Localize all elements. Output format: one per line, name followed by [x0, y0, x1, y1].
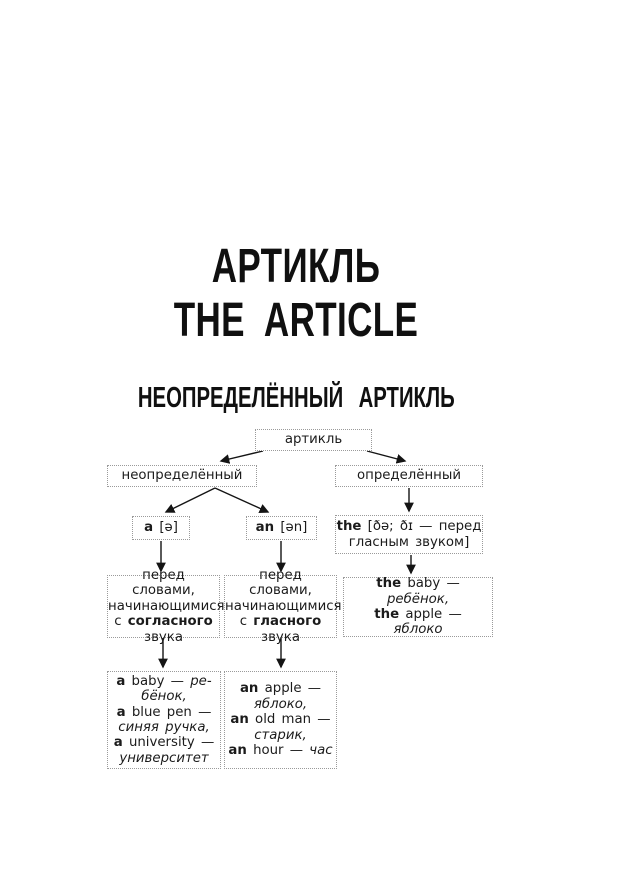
node-examples-a: a baby — ре- бёнок, a blue pen — синяя р…: [107, 671, 221, 769]
node-definite-label: определённый: [356, 468, 462, 484]
node-article-a-label: a [ə]: [144, 520, 178, 536]
node-article-the-line2: гласным звуком]: [348, 534, 470, 550]
example-line: a university —: [113, 735, 215, 751]
example-line: яблоко,: [253, 696, 308, 712]
example-line: an hour — час: [228, 743, 333, 759]
example-line: яблоко: [393, 622, 443, 638]
node-article-root: артикль: [255, 429, 372, 451]
example-line: the apple —: [374, 607, 462, 622]
arrow-root-to-definite: [366, 450, 407, 464]
example-line: бёнок,: [141, 689, 187, 705]
arrow-indefinite-to-an: [214, 487, 270, 514]
arrow-indefinite-to-a: [164, 487, 216, 513]
node-article-the: the [ðə; ðɪ — перед гласным звуком]: [335, 515, 483, 554]
example-line: ребёнок,: [386, 591, 450, 607]
node-examples-an: an apple — яблоко, an old man — старик, …: [224, 671, 337, 769]
arrow-root-to-indefinite: [219, 450, 264, 464]
section-heading: НЕОПРЕДЕЛЁННЫЙ АРТИКЛЬ: [0, 382, 592, 415]
node-rule-consonant: перед словами, начинающимися с согласног…: [107, 568, 225, 645]
node-article-the-line1: the [ðə; ðɪ — перед: [336, 519, 482, 535]
node-indefinite-label: неопределённый: [121, 468, 243, 484]
example-line: a blue pen —: [116, 704, 212, 720]
node-article-root-label: артикль: [284, 432, 343, 448]
node-indefinite: неопределённый: [107, 465, 257, 487]
example-line: старик,: [254, 727, 307, 743]
example-line: an apple —: [239, 681, 322, 697]
rule-line: с гласного: [239, 614, 322, 630]
rule-line: перед словами,: [249, 567, 312, 599]
rule-line: начинающимися: [108, 598, 225, 614]
page-title-russian: АРТИКЛЬ: [211, 240, 381, 293]
example-line: университет: [119, 750, 209, 766]
node-rule-vowel: перед словами, начинающимися с гласного …: [224, 568, 342, 645]
example-line: an old man —: [230, 712, 331, 728]
rule-line: звука: [144, 629, 183, 645]
section-heading-text: НЕОПРЕДЕЛЁННЫЙ АРТИКЛЬ: [137, 382, 455, 414]
rule-line: с согласного: [114, 614, 213, 630]
example-line: синяя ручка,: [118, 720, 210, 735]
page-title-english: THE ARTICLE: [173, 294, 419, 347]
node-definite: определённый: [335, 465, 483, 487]
rule-line: начинающимися: [225, 598, 342, 614]
example-line: the baby —: [376, 576, 460, 592]
node-article-an-label: an [ən]: [255, 520, 308, 536]
rule-line: перед словами,: [132, 567, 195, 599]
node-examples-the: the baby — ребёнок, the apple — яблоко: [343, 576, 493, 638]
node-article-an: an [ən]: [246, 516, 317, 540]
node-article-a: a [ə]: [132, 516, 190, 540]
example-line: a baby — ре-: [116, 673, 212, 689]
rule-line: звука: [261, 629, 300, 645]
